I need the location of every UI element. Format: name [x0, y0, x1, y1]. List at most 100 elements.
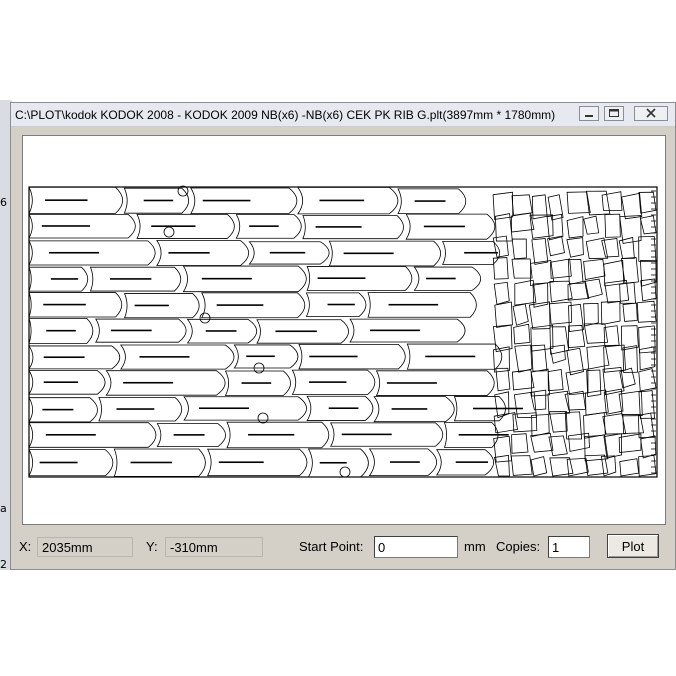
small-pattern-piece [547, 369, 564, 392]
piece-label-text [168, 252, 210, 254]
piece-label-text [370, 329, 421, 332]
piece-label-text [202, 199, 251, 202]
plot-button[interactable]: Plot [607, 534, 659, 558]
copies-input[interactable] [548, 536, 590, 558]
pattern-piece [375, 370, 495, 396]
small-pattern-piece [583, 323, 609, 344]
pattern-piece [28, 449, 114, 477]
pattern-piece [307, 448, 369, 478]
start-point-input[interactable] [374, 536, 458, 558]
small-pattern-piece [639, 346, 656, 371]
start-point-unit: mm [464, 539, 486, 554]
small-pattern-piece [531, 344, 548, 372]
small-pattern-piece [512, 303, 529, 326]
pattern-piece [291, 369, 376, 395]
pattern-piece [113, 448, 206, 477]
pattern-piece [302, 215, 404, 240]
piece-label-text [248, 433, 295, 436]
small-pattern-piece [601, 237, 620, 258]
small-pattern-piece [530, 456, 548, 477]
pattern-piece [120, 344, 235, 370]
piece-label-text [205, 330, 237, 332]
notch-marker [163, 226, 175, 238]
small-pattern-piece [512, 412, 538, 433]
small-pattern-piece [619, 458, 640, 477]
small-pattern-piece [495, 367, 511, 392]
small-pattern-piece [546, 213, 564, 241]
small-pattern-piece [583, 302, 599, 327]
x-coordinate-label: X: [19, 539, 32, 554]
small-pattern-piece [568, 303, 584, 332]
small-pattern-piece [585, 389, 609, 416]
small-pattern-piece [529, 214, 554, 239]
piece-label-text [327, 303, 355, 306]
title-bar[interactable]: C:\PLOT\kodok KODOK 2008 - KODOK 2009 NB… [11, 103, 675, 127]
small-pattern-piece [548, 411, 568, 433]
small-pattern-piece [494, 301, 513, 328]
piece-label-text [216, 304, 264, 306]
piece-label-text [241, 382, 272, 384]
pattern-piece [28, 292, 123, 318]
small-pattern-piece [619, 367, 636, 389]
background-glyph: 2 [0, 558, 7, 571]
plot-preview-window: C:\PLOT\kodok KODOK 2008 - KODOK 2009 NB… [10, 102, 676, 570]
small-pattern-piece [618, 433, 642, 453]
pattern-piece [406, 343, 503, 370]
small-pattern-piece [514, 344, 533, 373]
small-pattern-piece [638, 390, 656, 419]
pattern-piece [330, 422, 444, 447]
close-button[interactable] [634, 106, 668, 121]
pattern-piece [368, 448, 437, 477]
small-pattern-piece [511, 369, 535, 391]
small-pattern-piece [586, 369, 602, 398]
piece-label-text [43, 303, 86, 306]
plot-preview-canvas[interactable] [22, 135, 666, 525]
pattern-piece [136, 213, 235, 239]
small-pattern-piece [622, 414, 644, 434]
piece-label-text [464, 251, 498, 254]
small-pattern-piece [604, 279, 630, 304]
piece-label-text [423, 225, 466, 228]
piece-label-text [139, 356, 190, 358]
small-pattern-piece [604, 213, 621, 238]
small-pattern-piece [510, 455, 533, 476]
piece-label-text [455, 461, 488, 463]
piece-label-text [199, 407, 250, 410]
small-pattern-piece [585, 237, 609, 259]
pattern-piece [28, 345, 121, 370]
small-pattern-piece [530, 433, 554, 453]
pattern-piece-labels [39, 199, 524, 464]
small-pattern-piece [601, 191, 623, 211]
piece-label-text [41, 225, 90, 227]
small-pattern-piece [638, 325, 656, 354]
pattern-piece [95, 318, 187, 343]
pattern-piece [443, 422, 499, 448]
small-pattern-piece [603, 433, 622, 459]
small-pattern-piece [568, 325, 586, 349]
piece-label-text [309, 381, 347, 383]
piece-label-text [130, 461, 173, 464]
small-pattern-piece [583, 258, 606, 280]
pattern-piece [28, 370, 106, 395]
small-pattern-piece [549, 344, 566, 364]
pattern-piece [226, 421, 330, 449]
piece-label-text [309, 355, 358, 358]
small-pattern-piece [639, 215, 657, 235]
piece-label-text [151, 225, 196, 227]
small-pattern-piece [530, 324, 554, 352]
small-pattern-piece [564, 411, 583, 440]
pattern-piece [28, 213, 136, 239]
pattern-piece [156, 423, 226, 447]
pattern-piece [105, 370, 226, 396]
background-glyph: a [0, 502, 7, 515]
minimize-button[interactable] [579, 106, 599, 121]
start-point-label: Start Point: [299, 539, 364, 554]
maximize-button[interactable] [604, 106, 624, 121]
y-coordinate-label: Y: [146, 539, 158, 554]
small-pattern-piece [583, 412, 606, 439]
small-pattern-piece [622, 302, 638, 322]
small-pattern-piece [638, 455, 657, 477]
piece-label-text [390, 461, 420, 463]
minimize-icon [585, 115, 593, 117]
pattern-piece [248, 241, 330, 265]
